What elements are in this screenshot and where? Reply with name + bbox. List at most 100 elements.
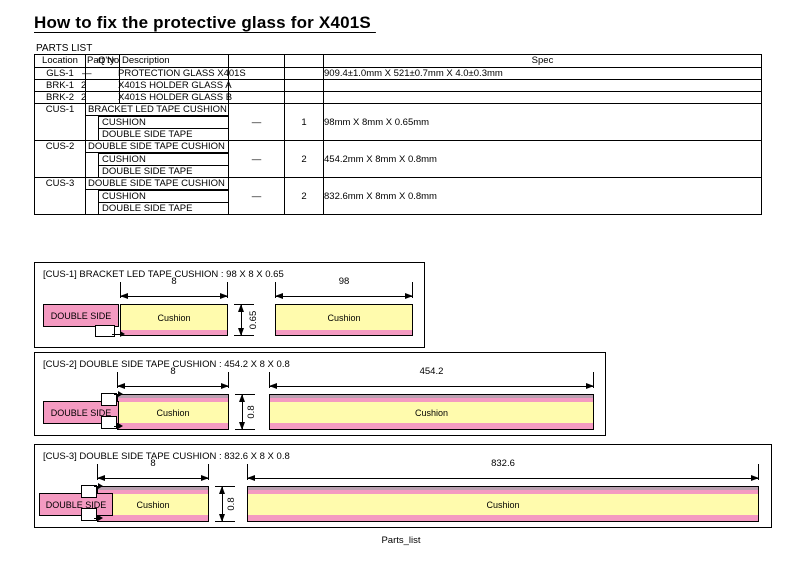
callout-leader-bottom-cus-2 [101,416,125,430]
diagram-panel-cus-3: [CUS-3] DOUBLE SIDE TAPE CUSHION : 832.6… [34,444,772,528]
cushion-bar-right-cus-2: Cushion [269,394,594,430]
cell-blank-2 [284,91,324,104]
cell-spec: 832.6mm X 8mm X 0.8mm [323,177,762,215]
table-row: CUS-3 DOUBLE SIDE TAPE CUSHION — 2 832.6… [34,177,762,215]
cushion-label: Cushion [486,499,520,510]
cell-qty: — [228,140,285,178]
tape-carrier-layer [247,486,759,490]
double-side-tape-layer [120,330,228,336]
cell-location: CUS-1 [34,103,86,141]
page-title: How to fix the protective glass for X401… [34,13,376,32]
cell-blank-2 [284,79,324,92]
cell-subrow: CUSHION [85,152,229,165]
header-location: Location [34,54,86,68]
header-description-text: Description [122,55,170,66]
cell-subrow: DOUBLE SIDE TAPE [85,128,229,141]
tape-carrier-layer [117,394,229,398]
cushion-bar-left-cus-3: Cushion [97,486,209,522]
dimension-value: 832.6 [491,458,515,469]
cushion-label: Cushion [136,499,170,510]
double-side-tape-layer [275,330,413,336]
dimension-width-right-cus-1: 98 [275,276,413,303]
tape-carrier-layer [269,394,594,398]
parts-table: Location Part No Q'ty Description Spec G… [34,54,762,215]
dimension-width-left-cus-3: 8 [97,458,209,485]
dimension-value: 0.8 [246,405,258,419]
dimension-thickness-cus-3: 0.8 [215,486,237,522]
cushion-layer: Cushion [275,304,413,330]
footer-label: Parts_list [381,535,421,546]
cushion-bar-right-cus-3: Cushion [247,486,759,522]
cushion-bar-left-cus-1: Cushion [120,304,228,336]
cell-blank-1 [228,91,285,104]
header-part-no-text: Part No [87,55,120,66]
cushion-bar-left-cus-2: Cushion [117,394,229,430]
callout-double-side-cus-1: DOUBLE SIDE [43,304,119,327]
cell-subrow: CUSHION [85,115,229,128]
diagram-title-cus-1: [CUS-1] BRACKET LED TAPE CUSHION : 98 X … [43,269,284,280]
cell-subrow-text: CUSHION [98,153,228,165]
cell-subrow-text: DOUBLE SIDE TAPE [98,202,228,214]
cell-subrow: DOUBLE SIDE TAPE [85,165,229,178]
callout-label: DOUBLE SIDE [50,407,112,418]
cell-description: PROTECTION GLASS X401S [118,67,246,80]
double-side-tape-layer-bottom [117,423,229,430]
cell-location: BRK-2 [34,91,86,104]
dimension-width-right-cus-2: 454.2 [269,366,594,393]
table-row: CUSHION [35,189,762,202]
cushion-bar-right-cus-1: Cushion [275,304,413,336]
cell-description: X401S HOLDER GLASS B [118,91,232,104]
callout-label: DOUBLE SIDE [45,499,107,510]
double-side-tape-layer-top [247,490,759,494]
cushion-layer: Cushion [247,494,759,515]
cell-count: 2 [284,140,324,178]
callout-double-side-cus-2: DOUBLE SIDE [43,401,119,424]
cell-description-text: X401S HOLDER GLASS A [118,80,232,91]
parts-list-label: PARTS LIST [36,43,93,54]
cell-spec: 454.2mm X 8mm X 0.8mm [323,140,762,178]
dimension-value: 454.2 [419,366,444,377]
dimension-width-left-cus-1: 8 [120,276,228,303]
callout-label: DOUBLE SIDE [50,310,112,321]
cell-location: CUS-2 [34,140,86,178]
cell-spec [323,91,762,104]
cell-subrow-text: DOUBLE SIDE TAPE [98,165,228,177]
dimension-value: 0.8 [226,497,238,511]
dimension-width-right-cus-3: 832.6 [247,458,759,485]
double-side-tape-layer-top [269,398,594,402]
dimension-value: 0.65 [247,310,259,330]
table-row: CUSHION [35,115,762,128]
callout-leader-bottom-cus-3 [81,508,105,522]
cell-qty: 2 [81,91,120,104]
header-blank-2 [284,54,324,68]
dimension-thickness-cus-2: 0.8 [235,394,257,430]
cell-qty: 2 [81,79,120,92]
cell-subrow: DOUBLE SIDE TAPE [85,202,229,215]
cushion-label: Cushion [414,407,449,418]
cell-description-text: PROTECTION GLASS X401S [118,68,246,79]
table-row: CUS-2 DOUBLE SIDE TAPE CUSHION — 2 454.2… [34,140,762,178]
cushion-layer: Cushion [120,304,228,330]
callout-leader-cus-1 [95,325,127,337]
cell-count: 2 [284,177,324,215]
diagram-title-cus-3: [CUS-3] DOUBLE SIDE TAPE CUSHION : 832.6… [43,451,290,462]
cell-subrow-text: CUSHION [98,190,228,202]
table-row: CUS-1 BRACKET LED TAPE CUSHION — 1 98mm … [34,103,762,141]
diagram-panel-cus-1: [CUS-1] BRACKET LED TAPE CUSHION : 98 X … [34,262,425,348]
diagram-title-cus-2: [CUS-2] DOUBLE SIDE TAPE CUSHION : 454.2… [43,359,290,370]
cell-qty: — [228,103,285,141]
cell-location: CUS-3 [34,177,86,215]
table-row: BRK-1 2 X401S HOLDER GLASS A [34,79,762,92]
double-side-tape-layer-bottom [97,515,209,522]
cell-location: GLS-1 [34,67,86,80]
table-row: DOUBLE SIDE TAPE [35,202,762,215]
double-side-tape-layer-bottom [269,423,594,430]
table-header-row: Location Part No Q'ty Description Spec [34,54,762,68]
double-side-tape-layer-bottom [247,515,759,522]
callout-leader-top-cus-3 [81,482,105,498]
dimension-value: 8 [150,458,156,469]
dimension-value: 8 [170,366,176,377]
cushion-layer: Cushion [97,494,209,515]
table-row: GLS-1 — PROTECTION GLASS X401S 909.4±1.0… [34,67,762,80]
